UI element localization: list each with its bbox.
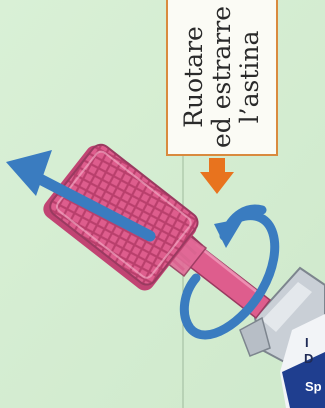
device-label (280, 314, 325, 408)
instruction-text: Ruotare ed estrarre l’astina (179, 1, 264, 153)
orange-down-arrow (200, 158, 234, 194)
label-fragment-2: D (304, 351, 314, 366)
label-fragment-1: I (305, 335, 309, 350)
instruction-line-2: ed estrarre (207, 6, 236, 148)
instruction-callout: Ruotare ed estrarre l’astina (166, 0, 278, 156)
instruction-line-1: Ruotare (179, 26, 208, 128)
pull-out-arrow (6, 150, 156, 242)
instruction-line-3: l’astina (235, 30, 264, 124)
label-fragment-3: Sp (305, 379, 322, 394)
rotate-arrow (179, 204, 280, 340)
